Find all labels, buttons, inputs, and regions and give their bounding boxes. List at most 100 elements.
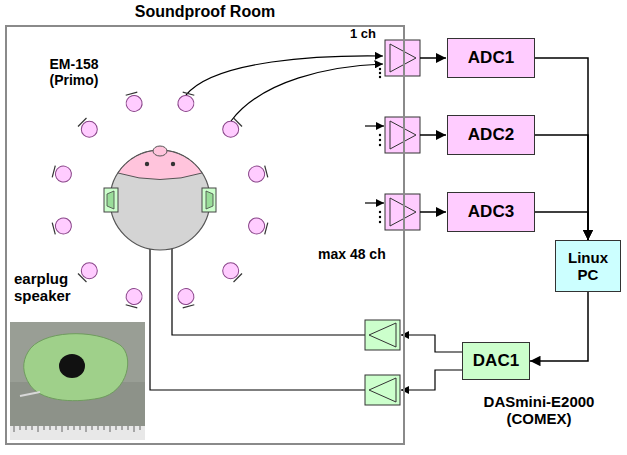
microphone xyxy=(126,305,138,308)
nose xyxy=(153,146,167,156)
microphone xyxy=(265,223,268,235)
amplifier xyxy=(390,121,416,149)
microphone xyxy=(124,92,144,114)
earplug-photo xyxy=(20,392,40,396)
microphone xyxy=(124,94,144,114)
input-wire xyxy=(365,125,384,126)
microphone xyxy=(52,166,55,178)
amplifier xyxy=(369,378,396,402)
eye xyxy=(171,162,175,166)
device-name: EM-158 (Primo) xyxy=(38,56,110,88)
adc-box: ADC1 xyxy=(447,38,535,78)
microphone xyxy=(247,164,267,184)
input-dots xyxy=(379,72,381,74)
ear-speaker xyxy=(206,191,213,209)
input-dots xyxy=(379,144,381,146)
microphone xyxy=(176,92,196,114)
channel-label: 1 ch xyxy=(350,27,390,42)
input-dots xyxy=(379,221,381,223)
amplifier xyxy=(385,40,420,76)
box-label: Linux PC xyxy=(565,249,611,284)
microphone xyxy=(78,118,86,126)
microphone xyxy=(183,92,195,95)
room-heading: Soundproof Room xyxy=(7,3,403,21)
microphone xyxy=(219,259,242,282)
mic-wire xyxy=(186,56,383,95)
earplug-photo xyxy=(10,322,145,440)
signal-arrow xyxy=(401,335,462,352)
amplifier xyxy=(369,323,396,347)
input-dots xyxy=(379,134,381,136)
box-label: ADC1 xyxy=(468,48,514,68)
signal-connector xyxy=(530,292,588,361)
computer-box: Linux PC xyxy=(555,240,621,292)
microphone xyxy=(77,117,101,141)
microphone xyxy=(176,287,196,307)
eye xyxy=(145,162,149,166)
microphone xyxy=(126,92,138,95)
input-dots xyxy=(379,216,381,218)
microphone xyxy=(54,216,74,236)
amplifier xyxy=(365,320,400,350)
microphone xyxy=(219,118,242,141)
box-label: DAC1 xyxy=(473,351,519,371)
ear-speaker xyxy=(202,188,216,212)
microphone xyxy=(247,216,269,236)
amplifier xyxy=(385,117,420,153)
box-label: ADC2 xyxy=(468,125,514,145)
signal-arrow xyxy=(401,370,462,390)
input-wire xyxy=(365,202,384,203)
microphone xyxy=(124,287,144,307)
input-dots xyxy=(379,76,381,78)
microphone xyxy=(52,216,74,236)
microphone xyxy=(247,216,267,236)
channel-label: max 48 ch xyxy=(318,246,398,262)
microphone xyxy=(176,287,196,309)
microphone xyxy=(77,259,101,283)
head xyxy=(110,150,210,250)
ruler xyxy=(10,426,145,440)
ruler xyxy=(14,426,140,432)
microphone xyxy=(52,223,55,235)
microphone xyxy=(183,305,195,308)
microphone xyxy=(247,164,269,184)
device-name: DASmini-E2000 (COMEX) xyxy=(458,393,620,428)
signal-arrow xyxy=(420,57,446,59)
microphone xyxy=(265,166,268,178)
microphone xyxy=(124,287,144,309)
microphone xyxy=(219,117,243,141)
amplifier xyxy=(390,198,416,226)
signal-arrow xyxy=(420,134,446,136)
microphone xyxy=(78,259,101,282)
adc-box: ADC3 xyxy=(447,192,535,232)
earplug-photo xyxy=(59,354,85,378)
mic-wire xyxy=(231,64,383,121)
amplifier xyxy=(390,44,416,72)
input-dots xyxy=(379,211,381,213)
amplifier xyxy=(365,375,400,405)
microphone xyxy=(234,118,242,126)
channel-label: 1 ch xyxy=(350,27,390,42)
box-label: ADC3 xyxy=(468,202,514,222)
microphone xyxy=(54,164,74,184)
microphone xyxy=(52,164,74,184)
microphone xyxy=(78,274,86,282)
microphone xyxy=(176,94,196,114)
input-dots xyxy=(379,139,381,141)
ear-speaker xyxy=(107,191,114,209)
part-name: earplug speaker xyxy=(14,270,84,305)
device-name: DASmini-E2000 (COMEX) xyxy=(458,393,620,428)
input-dots xyxy=(379,68,381,70)
signal-connector xyxy=(535,58,588,240)
earplug-photo xyxy=(24,334,128,401)
part-name: earplug speaker xyxy=(14,270,84,305)
microphone xyxy=(219,259,243,283)
channel-label: max 48 ch xyxy=(318,246,398,262)
microphone xyxy=(234,274,242,282)
signal-connector xyxy=(535,212,588,240)
signal-connector xyxy=(535,135,588,240)
device-name: EM-158 (Primo) xyxy=(38,56,110,88)
dac-box: DAC1 xyxy=(462,342,530,380)
ear-speaker xyxy=(104,188,118,212)
